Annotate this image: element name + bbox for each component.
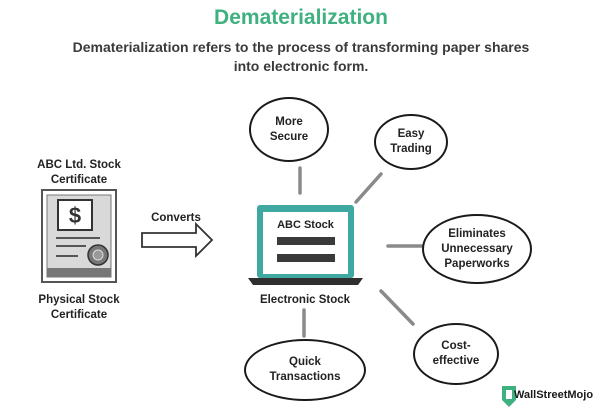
stock-certificate-icon: $	[41, 189, 117, 283]
benefit-eliminates-paperworks: Eliminates Unnecessary Paperworks	[422, 214, 532, 284]
benefit-easy-trading: Easy Trading	[374, 114, 448, 170]
laptop-icon	[248, 205, 363, 285]
wallstreetmojo-logo-icon	[502, 386, 516, 407]
connector-lines	[298, 166, 424, 338]
page-title: Dematerialization	[214, 6, 388, 29]
svg-text:$: $	[69, 203, 81, 228]
certificate-bottom-label: Physical Stock Certificate	[38, 294, 120, 321]
logo-text: WallStreetMojo	[514, 389, 594, 401]
wallstreetmojo-logo: WallStreetMojo	[488, 382, 600, 408]
benefit-cost-effective: Cost- effective	[413, 323, 499, 385]
benefit-quick-transactions: Quick Transactions	[244, 339, 366, 401]
electronic-stock-label: Electronic Stock	[259, 294, 351, 306]
subtitle: Dematerialization refers to the process …	[72, 39, 530, 74]
certificate-top-label: ABC Ltd. Stock Certificate	[37, 159, 121, 186]
connector-cost-effective	[379, 289, 415, 326]
converts-label: Converts	[151, 212, 201, 224]
converts-arrow-icon	[141, 221, 214, 259]
laptop-screen-label: ABC Stock	[277, 219, 334, 231]
benefit-more-secure: More Secure	[249, 97, 329, 162]
connector-easy-trading	[354, 172, 383, 204]
